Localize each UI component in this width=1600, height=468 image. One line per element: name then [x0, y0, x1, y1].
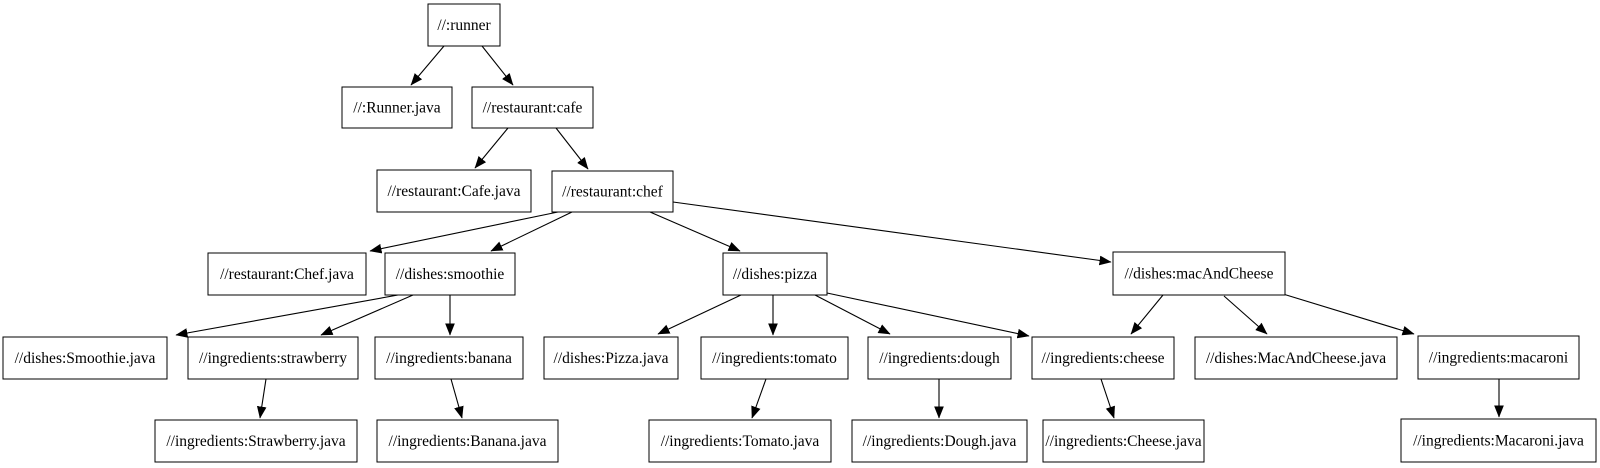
graph-node-label-chef_java: //restaurant:Chef.java — [220, 266, 354, 283]
graph-node-label-dough: //ingredients:dough — [879, 350, 1000, 367]
graph-node-box-tomato_java — [648, 419, 832, 463]
graph-node-label-pizza: //dishes:pizza — [733, 266, 817, 283]
edge-cheese-to-cheese_java — [1100, 378, 1115, 419]
edge-smoothie-to-smoothie_java — [175, 294, 399, 338]
graph-node-strawberry: //ingredients:strawberry — [187, 336, 359, 380]
graph-node-label-runner: //:runner — [437, 17, 491, 34]
graph-node-label-cafe: //restaurant:cafe — [483, 100, 583, 117]
edge-tomato-to-tomato_java — [751, 378, 767, 419]
edge-chef-to-chef_java — [369, 211, 559, 254]
edge-runner-to-runner_java — [410, 45, 445, 86]
graph-node-dough_java: //ingredients:Dough.java — [851, 419, 1028, 463]
graph-node-label-smoothie_java: //dishes:Smoothie.java — [15, 350, 156, 367]
graph-node-box-cafe_java — [376, 169, 532, 213]
graph-node-label-cheese: //ingredients:cheese — [1041, 350, 1164, 367]
graph-node-box-cheese_java — [1042, 419, 1205, 463]
graph-node-box-dough — [867, 336, 1012, 380]
edge-chef-to-smoothie — [490, 211, 573, 252]
graph-node-box-tomato — [700, 336, 849, 380]
graph-node-box-banana — [374, 336, 524, 380]
graph-node-tomato_java: //ingredients:Tomato.java — [648, 419, 832, 463]
graph-node-tomato: //ingredients:tomato — [700, 336, 849, 380]
graph-node-box-strawberry — [187, 336, 359, 380]
graph-node-label-banana: //ingredients:banana — [386, 350, 512, 367]
graph-node-cheese: //ingredients:cheese — [1031, 336, 1175, 380]
edge-pizza-to-cheese — [826, 292, 1030, 339]
graph-node-box-chef — [551, 170, 674, 213]
graph-node-cafe_java: //restaurant:Cafe.java — [376, 169, 532, 213]
graph-node-smoothie_java: //dishes:Smoothie.java — [2, 336, 168, 380]
graph-node-label-tomato_java: //ingredients:Tomato.java — [661, 433, 820, 450]
graph-node-smoothie: //dishes:smoothie — [384, 252, 516, 296]
graph-node-box-runner — [427, 3, 501, 47]
graph-node-label-mac_java: //dishes:MacAndCheese.java — [1206, 350, 1386, 367]
graph-node-macaroni: //ingredients:macaroni — [1417, 335, 1580, 380]
edge-banana-to-banana_java — [450, 378, 464, 419]
graph-node-label-strawberry: //ingredients:strawberry — [199, 350, 347, 367]
graph-node-box-cafe — [471, 86, 594, 129]
graph-node-chef_java: //restaurant:Chef.java — [207, 252, 367, 296]
graph-node-box-pizza_java — [543, 336, 679, 380]
edge-mac-to-cheese — [1130, 294, 1164, 335]
graph-node-label-macaroni: //ingredients:macaroni — [1429, 350, 1569, 367]
edge-mac-to-macaroni — [1282, 293, 1415, 336]
edge-runner-to-cafe — [481, 45, 514, 86]
graph-node-cafe: //restaurant:cafe — [471, 86, 594, 129]
graph-node-box-macaroni_java — [1400, 418, 1597, 463]
graph-node-dough: //ingredients:dough — [867, 336, 1012, 380]
graph-node-mac: //dishes:macAndCheese — [1112, 251, 1286, 296]
graph-node-box-macaroni — [1417, 335, 1580, 380]
graph-node-pizza: //dishes:pizza — [722, 252, 828, 296]
graph-node-strawberry_java: //ingredients:Strawberry.java — [154, 419, 358, 463]
graph-node-label-smoothie: //dishes:smoothie — [396, 266, 505, 283]
graph-node-chef: //restaurant:chef — [551, 170, 674, 213]
edge-pizza-to-pizza_java — [657, 294, 742, 335]
graph-node-box-mac — [1112, 251, 1286, 296]
edge-pizza-to-dough — [814, 294, 891, 335]
graph-node-box-smoothie — [384, 252, 516, 296]
graph-node-runner_java: //:Runner.java — [341, 86, 453, 129]
graph-node-label-macaroni_java: //ingredients:Macaroni.java — [1413, 433, 1584, 450]
graph-node-box-mac_java — [1194, 336, 1398, 380]
graph-node-box-dough_java — [851, 419, 1028, 463]
edge-strawberry-to-strawberry_java — [256, 378, 267, 419]
edge-chef-to-mac — [672, 201, 1112, 266]
graph-node-label-tomato: //ingredients:tomato — [712, 350, 837, 367]
graph-node-box-chef_java — [207, 252, 367, 296]
graph-node-label-dough_java: //ingredients:Dough.java — [863, 433, 1017, 450]
graph-node-pizza_java: //dishes:Pizza.java — [543, 336, 679, 380]
edge-mac-to-mac_java — [1223, 295, 1268, 335]
graph-node-runner: //:runner — [427, 3, 501, 47]
graph-node-label-chef: //restaurant:chef — [562, 184, 664, 201]
edge-smoothie-to-strawberry — [320, 294, 414, 336]
graph-node-label-cafe_java: //restaurant:Cafe.java — [388, 183, 521, 200]
graph-node-mac_java: //dishes:MacAndCheese.java — [1194, 336, 1398, 380]
graph-node-label-strawberry_java: //ingredients:Strawberry.java — [166, 433, 345, 450]
graph-node-cheese_java: //ingredients:Cheese.java — [1042, 419, 1205, 463]
graph-node-label-banana_java: //ingredients:Banana.java — [389, 433, 547, 450]
graph-node-box-pizza — [722, 252, 828, 296]
graph-node-box-banana_java — [376, 419, 559, 463]
edge-cafe-to-cafe_java — [474, 127, 509, 169]
graph-node-banana: //ingredients:banana — [374, 336, 524, 380]
graph-node-box-runner_java — [341, 86, 453, 129]
graph-node-box-cheese — [1031, 336, 1175, 380]
graph-node-macaroni_java: //ingredients:Macaroni.java — [1400, 418, 1597, 463]
edge-cafe-to-chef — [555, 127, 589, 170]
graph-node-label-runner_java: //:Runner.java — [353, 100, 441, 117]
graph-node-label-pizza_java: //dishes:Pizza.java — [554, 350, 669, 367]
graph-node-box-smoothie_java — [2, 336, 168, 380]
graph-node-label-mac: //dishes:macAndCheese — [1125, 266, 1274, 283]
edge-chef-to-pizza — [649, 211, 741, 252]
graph-node-banana_java: //ingredients:Banana.java — [376, 419, 559, 463]
graph-node-box-strawberry_java — [154, 419, 358, 463]
graph-node-label-cheese_java: //ingredients:Cheese.java — [1045, 433, 1201, 450]
